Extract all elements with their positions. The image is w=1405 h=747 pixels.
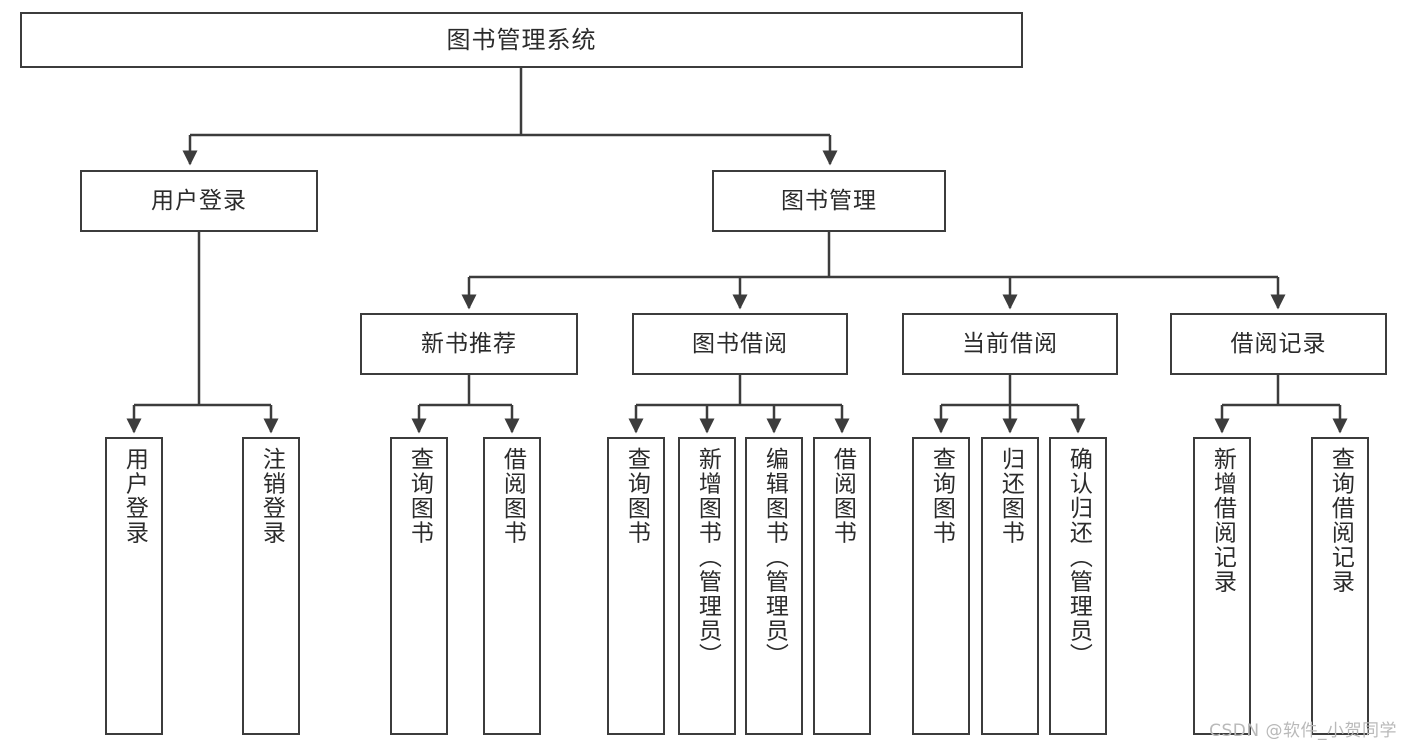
node-label: 查询图书	[623, 447, 650, 545]
node-leaf-borrow-book[interactable]: 借阅图书	[813, 437, 871, 735]
node-leaf-query-book-borrow[interactable]: 查询图书	[607, 437, 665, 735]
node-label: 用户登录	[151, 187, 247, 214]
node-label: 编辑图书（管理员）	[761, 447, 788, 668]
node-leaf-borrow-book-recommend[interactable]: 借阅图书	[483, 437, 541, 735]
node-label: 图书管理	[781, 187, 877, 214]
node-label: 当前借阅	[962, 330, 1058, 357]
node-leaf-return-book[interactable]: 归还图书	[981, 437, 1039, 735]
node-label: 图书借阅	[692, 330, 788, 357]
node-label: 查询图书	[928, 447, 955, 545]
node-label: 归还图书	[997, 447, 1024, 545]
node-label: 借阅图书	[499, 447, 526, 545]
node-leaf-query-borrow-record[interactable]: 查询借阅记录	[1311, 437, 1369, 735]
node-label: 图书管理系统	[446, 26, 597, 54]
node-leaf-logout[interactable]: 注销登录	[242, 437, 300, 735]
node-borrow-record[interactable]: 借阅记录	[1170, 313, 1387, 375]
node-label: 查询借阅记录	[1327, 447, 1354, 594]
node-current-borrow[interactable]: 当前借阅	[902, 313, 1118, 375]
node-label: 查询图书	[406, 447, 433, 545]
node-label: 新增图书（管理员）	[694, 447, 721, 668]
node-leaf-add-borrow-record[interactable]: 新增借阅记录	[1193, 437, 1251, 735]
node-new-book-recommend[interactable]: 新书推荐	[360, 313, 578, 375]
node-label: 确认归还（管理员）	[1065, 447, 1092, 668]
node-label: 借阅图书	[829, 447, 856, 545]
watermark: CSDN @软件_小贺同学	[1209, 721, 1397, 741]
node-label: 注销登录	[258, 447, 285, 545]
node-user-login[interactable]: 用户登录	[80, 170, 318, 232]
node-leaf-add-book-admin[interactable]: 新增图书（管理员）	[678, 437, 736, 735]
node-book-borrow[interactable]: 图书借阅	[632, 313, 848, 375]
node-leaf-query-book-recommend[interactable]: 查询图书	[390, 437, 448, 735]
node-book-management[interactable]: 图书管理	[712, 170, 946, 232]
node-leaf-confirm-return-admin[interactable]: 确认归还（管理员）	[1049, 437, 1107, 735]
node-root-book-management-system[interactable]: 图书管理系统	[20, 12, 1023, 68]
node-label: 新增借阅记录	[1209, 447, 1236, 594]
node-leaf-query-book-current[interactable]: 查询图书	[912, 437, 970, 735]
node-label: 新书推荐	[421, 330, 517, 357]
node-leaf-edit-book-admin[interactable]: 编辑图书（管理员）	[745, 437, 803, 735]
node-label: 借阅记录	[1230, 330, 1327, 357]
node-leaf-user-login[interactable]: 用户登录	[105, 437, 163, 735]
node-label: 用户登录	[121, 447, 148, 545]
